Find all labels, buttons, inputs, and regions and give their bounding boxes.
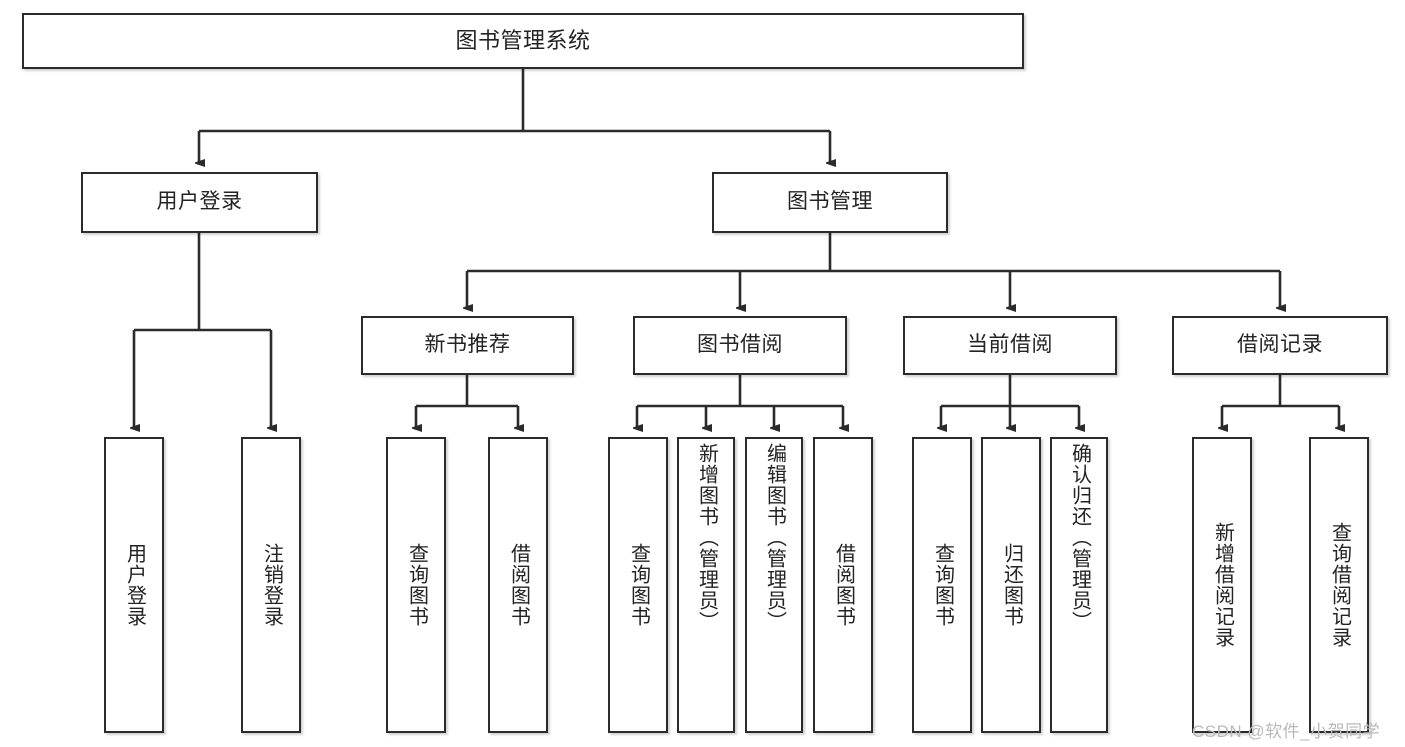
node-new-book-recommend[interactable]: 新书推荐: [361, 316, 574, 375]
node-label: 借阅记录: [1237, 333, 1323, 357]
node-label: 归还图书: [1000, 543, 1023, 627]
node-user-login[interactable]: 用户登录: [81, 172, 318, 233]
node-label: 编辑图书（管理员）: [763, 443, 786, 632]
node-book-management[interactable]: 图书管理: [712, 172, 948, 233]
node-label: 查询借阅记录: [1328, 522, 1351, 648]
csdn-watermark: CSDN @软件_小贺同学: [1192, 722, 1381, 741]
node-leaf-query-book-2[interactable]: 查询图书: [608, 437, 668, 733]
node-label: 图书管理: [787, 190, 873, 214]
node-leaf-add-book[interactable]: 新增图书（管理员）: [677, 437, 735, 733]
node-label: 图书管理系统: [455, 28, 591, 54]
node-label: 当前借阅: [967, 333, 1053, 357]
node-label: 借阅图书: [832, 543, 855, 627]
node-leaf-query-record[interactable]: 查询借阅记录: [1309, 437, 1369, 733]
node-root-system[interactable]: 图书管理系统: [22, 13, 1024, 69]
node-label: 确认归还（管理员）: [1068, 443, 1091, 632]
node-leaf-user-login[interactable]: 用户登录: [104, 437, 164, 733]
node-label: 图书借阅: [697, 333, 783, 357]
node-label: 新书推荐: [424, 333, 511, 357]
node-leaf-query-book-3[interactable]: 查询图书: [912, 437, 972, 733]
node-label: 查询图书: [405, 543, 428, 627]
node-label: 注销登录: [260, 543, 283, 627]
node-label: 查询图书: [627, 543, 650, 627]
node-label: 新增借阅记录: [1211, 522, 1234, 648]
node-leaf-confirm-return[interactable]: 确认归还（管理员）: [1050, 437, 1108, 733]
node-book-borrow[interactable]: 图书借阅: [633, 316, 847, 375]
node-current-borrow[interactable]: 当前借阅: [903, 316, 1117, 375]
node-label: 查询图书: [931, 543, 954, 627]
node-leaf-logout[interactable]: 注销登录: [241, 437, 301, 733]
node-leaf-return-book[interactable]: 归还图书: [981, 437, 1041, 733]
node-label: 用户登录: [156, 190, 243, 214]
node-leaf-add-record[interactable]: 新增借阅记录: [1192, 437, 1252, 733]
node-leaf-query-book-1[interactable]: 查询图书: [386, 437, 446, 733]
node-leaf-edit-book[interactable]: 编辑图书（管理员）: [745, 437, 803, 733]
node-label: 借阅图书: [507, 543, 530, 627]
node-label: 用户登录: [123, 543, 146, 627]
node-leaf-borrow-book-1[interactable]: 借阅图书: [488, 437, 548, 733]
node-label: 新增图书（管理员）: [695, 443, 718, 632]
node-borrow-record[interactable]: 借阅记录: [1172, 316, 1388, 375]
node-leaf-borrow-book-2[interactable]: 借阅图书: [813, 437, 873, 733]
